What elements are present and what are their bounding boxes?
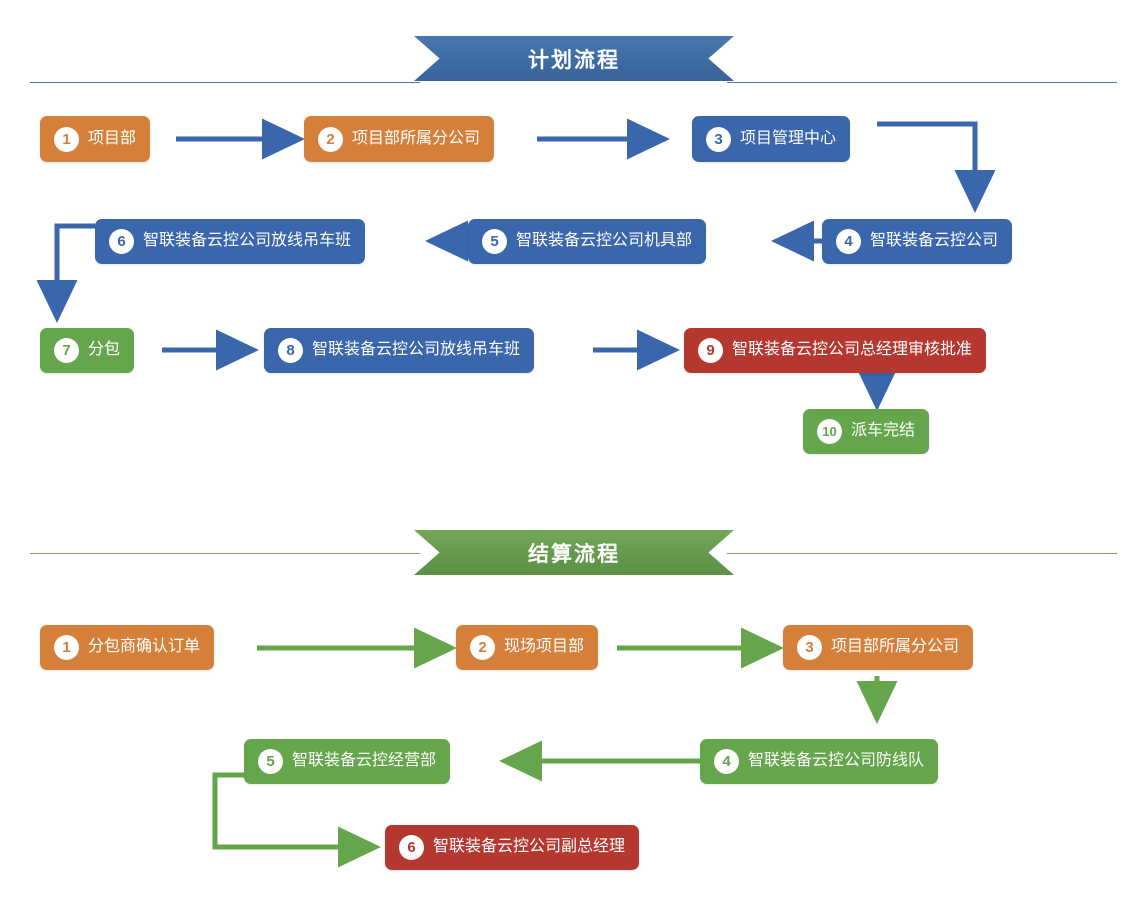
node-badge: 5: [258, 749, 283, 774]
node-badge: 2: [470, 635, 495, 660]
node-label: 智联装备云控公司放线吊车班: [143, 232, 352, 249]
node-badge: 6: [399, 835, 424, 860]
node-label: 项目部所属分公司: [831, 638, 960, 655]
node-plan-5[interactable]: 5 智联装备云控公司机具部: [468, 219, 707, 264]
node-settlement-5[interactable]: 5 智联装备云控经营部: [244, 739, 451, 784]
node-badge: 5: [482, 229, 507, 254]
node-badge: 4: [714, 749, 739, 774]
node-plan-2[interactable]: 2 项目部所属分公司: [304, 116, 495, 162]
node-label: 智联装备云控公司总经理审核批准: [732, 341, 973, 358]
node-settlement-2[interactable]: 2 现场项目部: [456, 625, 599, 670]
node-label: 智联装备云控公司副总经理: [433, 838, 626, 855]
plan-divider-right: [727, 82, 1117, 83]
node-plan-6[interactable]: 6 智联装备云控公司放线吊车班: [95, 219, 366, 264]
node-label: 智联装备云控公司防线队: [748, 752, 925, 769]
node-label: 项目部所属分公司: [352, 129, 481, 147]
banner-settlement: 结算流程: [414, 530, 734, 575]
node-label: 现场项目部: [504, 638, 585, 655]
node-plan-8[interactable]: 8 智联装备云控公司放线吊车班: [264, 328, 535, 373]
node-badge: 8: [278, 338, 303, 363]
node-settlement-3[interactable]: 3 项目部所属分公司: [783, 625, 974, 670]
banner-settlement-title: 结算流程: [528, 542, 620, 566]
node-badge: 10: [817, 419, 842, 444]
node-plan-9[interactable]: 9 智联装备云控公司总经理审核批准: [684, 328, 987, 373]
node-label: 派车完结: [851, 422, 916, 439]
node-settlement-4[interactable]: 4 智联装备云控公司防线队: [700, 739, 939, 784]
node-badge: 6: [109, 229, 134, 254]
node-badge: 3: [797, 635, 822, 660]
node-settlement-6[interactable]: 6 智联装备云控公司副总经理: [385, 825, 640, 870]
node-label: 项目部: [88, 129, 137, 147]
node-badge: 2: [318, 126, 343, 152]
node-badge: 7: [54, 338, 79, 363]
node-badge: 9: [698, 338, 723, 363]
node-badge: 3: [706, 126, 731, 152]
plan-divider-left: [30, 82, 420, 83]
settlement-divider-left: [30, 553, 420, 554]
node-label: 项目管理中心: [740, 129, 837, 147]
node-plan-7[interactable]: 7 分包: [40, 328, 135, 373]
node-label: 智联装备云控经营部: [292, 752, 437, 769]
node-label: 分包: [88, 341, 121, 358]
node-badge: 4: [836, 229, 861, 254]
node-badge: 1: [54, 635, 79, 660]
node-settlement-1[interactable]: 1 分包商确认订单: [40, 625, 215, 670]
node-label: 智联装备云控公司机具部: [516, 232, 693, 249]
node-plan-1[interactable]: 1 项目部: [40, 116, 151, 162]
settlement-divider-right: [727, 553, 1117, 554]
node-plan-4[interactable]: 4 智联装备云控公司: [822, 219, 1013, 264]
node-badge: 1: [54, 126, 79, 152]
node-plan-10[interactable]: 10 派车完结: [803, 409, 930, 454]
node-plan-3[interactable]: 3 项目管理中心: [692, 116, 851, 162]
node-label: 智联装备云控公司放线吊车班: [312, 341, 521, 358]
banner-plan: 计划流程: [414, 36, 734, 81]
banner-plan-title: 计划流程: [528, 48, 620, 72]
node-label: 智联装备云控公司: [870, 232, 999, 249]
node-label: 分包商确认订单: [88, 638, 201, 655]
